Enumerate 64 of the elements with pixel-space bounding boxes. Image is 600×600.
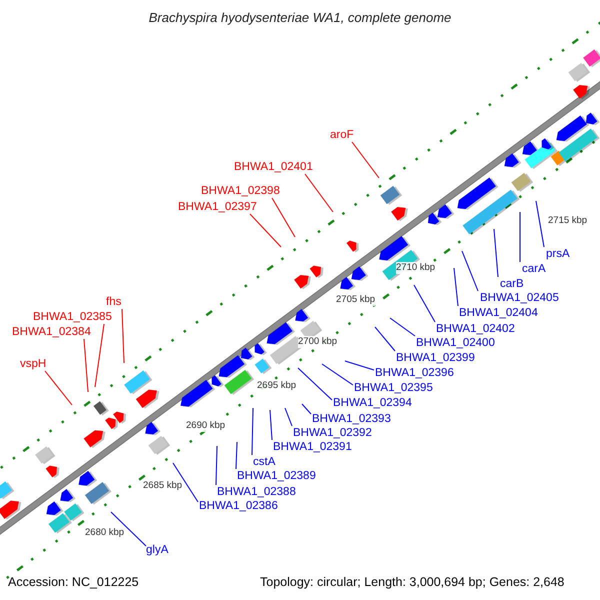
- scale-label: 2680 kbp: [85, 527, 124, 539]
- gene-label: BHWA1_02397: [178, 200, 257, 214]
- leader-line: [250, 214, 282, 248]
- leader-line: [122, 308, 124, 364]
- scale-label: 2715 kbp: [548, 215, 588, 227]
- gene-label: BHWA1_02391: [273, 440, 352, 454]
- gene-label: BHWA1_02386: [199, 499, 278, 513]
- leader-line: [322, 364, 354, 386]
- gene-label: cstA: [253, 455, 276, 469]
- gene-label: carA: [522, 262, 546, 276]
- leader-line: [216, 446, 218, 486]
- gene-label: BHWA1_02398: [201, 184, 280, 198]
- gene-label: BHWA1_02395: [354, 381, 433, 395]
- scale-label: 2700 kbp: [298, 336, 338, 348]
- gene-label: BHWA1_02394: [333, 396, 412, 410]
- leader-line: [172, 462, 198, 502]
- leader-line: [252, 408, 254, 456]
- gene-label: fhs: [106, 295, 122, 309]
- scale-label: 2685 kbp: [143, 480, 182, 492]
- leader-line: [494, 228, 498, 278]
- gene-label: BHWA1_02396: [375, 366, 454, 380]
- gene-label: BHWA1_02405: [480, 291, 559, 305]
- gene-label: BHWA1_02393: [312, 412, 391, 426]
- scale-label: 2710 kbp: [396, 262, 436, 274]
- leader-line: [298, 368, 332, 400]
- leader-line: [84, 338, 88, 392]
- leader-line: [284, 408, 292, 426]
- leader-line: [236, 442, 238, 470]
- leader-line: [304, 174, 334, 212]
- gene-label: BHWA1_02385: [33, 310, 112, 324]
- gene-label: BHWA1_02401: [234, 160, 313, 174]
- leader-line: [536, 200, 544, 248]
- leader-line: [374, 326, 396, 352]
- leader-line: [462, 250, 478, 292]
- leader-line: [390, 318, 416, 336]
- leader-line: [454, 268, 458, 306]
- scale-label: 2690 kbp: [186, 420, 226, 432]
- leader-line: [302, 404, 312, 414]
- gene-label: BHWA1_02399: [396, 351, 475, 365]
- gene-label: glyA: [146, 543, 168, 557]
- gene-label: BHWA1_02389: [237, 469, 316, 483]
- leader-line: [44, 370, 72, 406]
- gene-label: BHWA1_02400: [416, 336, 495, 350]
- scale-label: 2695 kbp: [257, 380, 296, 392]
- title: Brachyspira hyodysenteriae WA1, complete genome: [148, 10, 452, 25]
- gene-label: BHWA1_02402: [436, 322, 515, 336]
- leader-line: [344, 360, 374, 370]
- gene-label: BHWA1_02384: [12, 325, 91, 339]
- leader-line: [272, 198, 296, 238]
- leader-line: [270, 410, 272, 440]
- leader-line: [94, 324, 104, 388]
- gene-label: prsA: [546, 247, 570, 261]
- leader-line: [352, 142, 380, 178]
- gene-label: BHWA1_02404: [459, 306, 538, 320]
- leader-line: [110, 512, 146, 546]
- leader-line: [414, 284, 436, 322]
- gene-label: carB: [500, 277, 524, 291]
- gene-label: aroF: [330, 128, 354, 142]
- footer-text: Accession: NC_012225: [8, 575, 139, 589]
- gene-label: BHWA1_02392: [293, 426, 372, 440]
- footer-text: Topology: circular; Length: 3,000,694 bp; Genes: 2,648: [260, 575, 564, 589]
- gene-label: vspH: [20, 357, 46, 371]
- gene-label: BHWA1_02388: [217, 485, 296, 499]
- scale-label: 2705 kbp: [336, 294, 376, 306]
